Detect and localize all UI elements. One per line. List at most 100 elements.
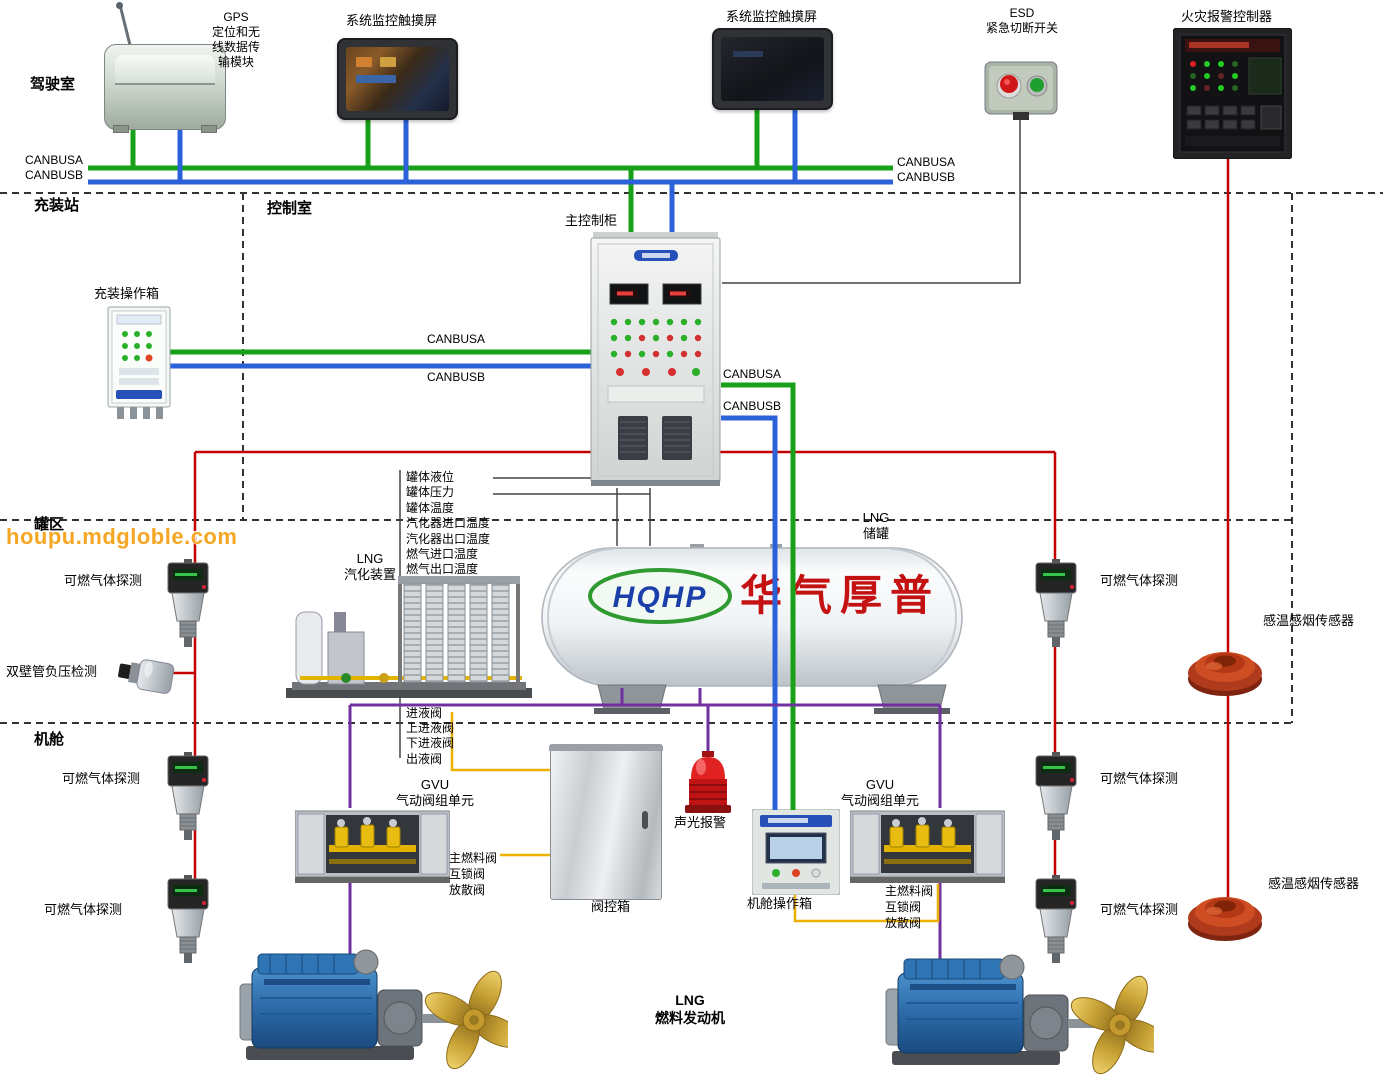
engine-left-icon (239, 949, 524, 1070)
touchscreen-1-screen (346, 47, 449, 111)
gvu-unit-left (294, 807, 451, 889)
valve-control-box-handle (642, 811, 648, 829)
esd-switch (983, 54, 1059, 125)
engine-right-icon (885, 954, 1170, 1075)
smoke-heat-sensor-icon (1188, 652, 1262, 696)
tank-brand-text: 华气厚普 (740, 572, 940, 619)
section-engine-room: 机舱 (34, 731, 65, 748)
gps-lid (115, 55, 215, 85)
gas-detector-tank-right (1028, 559, 1084, 656)
valve-label: 互锁阀 (885, 900, 922, 914)
gps-label: GPS 定位和无 线数据传 输模块 (196, 10, 276, 70)
gas-detector-label-tr: 可燃气体探测 (1100, 573, 1179, 588)
esd-label: ESD 紧急切断开关 (985, 6, 1058, 35)
gas-detector-engine-right-1 (1028, 752, 1084, 849)
screen-chip (733, 51, 763, 57)
smoke-heat-sensor-2 (1185, 872, 1265, 949)
gps-body (104, 44, 226, 133)
gvu-unit-icon (294, 810, 451, 883)
main-control-cabinet (590, 232, 721, 493)
tank-signal: 汽化器进口温度 (406, 516, 491, 531)
valve-line-left-top (450, 712, 550, 772)
tank-signal: 汽化器出口温度 (406, 531, 491, 546)
gvu-unit-right (849, 807, 1006, 889)
gas-detector-tank-left (160, 559, 216, 656)
alarm-beacon (683, 751, 733, 820)
engine-room-box-label: 机舱操作箱 (747, 896, 813, 911)
valve-label: 主燃料阀 (449, 851, 498, 865)
canbus-b-label-cabinet: CANBUSB (723, 399, 782, 413)
touchscreen-1-label: 系统监控触摸屏 (346, 13, 438, 28)
alarm-beacon-icon (685, 751, 731, 813)
filling-operation-box (107, 306, 171, 427)
main-control-cabinet-icon (590, 232, 721, 486)
canbus-a-label-left: CANBUSA (25, 153, 84, 167)
canbus-a-label-filling: CANBUSA (427, 332, 486, 346)
canbus-b-label-right: CANBUSB (897, 170, 956, 184)
gas-detector-label-tl: 可燃气体探测 (64, 573, 143, 588)
esd-line (722, 118, 1021, 284)
vaporizer-label: LNG 汽化装置 (343, 551, 396, 583)
touchscreen-2 (712, 28, 833, 110)
tank-signal: 燃气出口温度 (406, 562, 479, 577)
screen-chip (356, 57, 372, 67)
valve-list-bottom-right: 主燃料阀 互锁阀 放散阀 (885, 883, 933, 931)
lng-vaporizer (286, 556, 532, 707)
engine-right (884, 933, 1170, 1091)
valve-label: 下进液阀 (406, 736, 455, 751)
valve-label: 上进液阀 (406, 721, 455, 736)
gps-flange-right (201, 125, 217, 133)
fire-alarm-panel-icon (1172, 27, 1293, 160)
engine-room-operation-box (751, 808, 841, 900)
tank-signal-list: 罐体液位 罐体压力 罐体温度 汽化器进口温度 汽化器出口温度 燃气进口温度 燃气… (406, 470, 490, 578)
filling-box-label: 充装操作箱 (94, 286, 160, 301)
screen-chip (356, 75, 396, 83)
esd-switch-icon (984, 61, 1058, 120)
smoke-sensor-label-2: 感温感烟传感器 (1268, 876, 1360, 891)
tank-signal: 罐体温度 (406, 500, 455, 515)
fire-alarm-panel (1172, 27, 1293, 164)
canbus-a-label-cabinet: CANBUSA (723, 367, 782, 381)
gas-detector-label-er2: 可燃气体探测 (1100, 902, 1179, 917)
gas-detector-engine-left-2 (160, 875, 216, 972)
fire-alarm-label: 火灾报警控制器 (1181, 9, 1273, 24)
alarm-beacon-label: 声光报警 (674, 815, 727, 830)
gas-detector-icon (167, 559, 209, 647)
engine-label: LNG 燃料发动机 (655, 992, 725, 1026)
valve-label: 进液阀 (406, 706, 443, 720)
valve-control-box (549, 744, 663, 900)
smoke-heat-sensor-1 (1185, 627, 1265, 704)
valve-list-top: 进液阀 上进液阀 下进液阀 出液阀 (406, 706, 454, 767)
gas-detector-engine-left-1 (160, 752, 216, 849)
lng-storage-tank: HQHP 华气厚普 (538, 544, 966, 721)
watermark: houpu.mdgloble.com (6, 524, 238, 549)
screen-chip (380, 57, 396, 67)
touchscreen-1 (337, 38, 458, 120)
valve-label: 出液阀 (406, 751, 443, 766)
vacuum-detector-label: 双壁管负压检测 (6, 664, 98, 679)
canbus-a-label-right: CANBUSA (897, 155, 956, 169)
section-filling-station: 充装站 (34, 197, 80, 214)
gps-module (100, 2, 232, 136)
touchscreen-2-label: 系统监控触摸屏 (726, 9, 818, 24)
tank-logo-text: HQHP (613, 581, 708, 614)
valve-label: 放散阀 (449, 883, 486, 897)
section-tank-area: 罐区 (34, 516, 65, 533)
tank-signal: 罐体液位 (406, 470, 455, 484)
valve-control-box-cap (549, 744, 663, 751)
gps-title: GPS (223, 10, 249, 24)
section-control-room: 控制室 (267, 200, 313, 217)
valve-list-bottom-left: 主燃料阀 互锁阀 放散阀 (449, 850, 497, 898)
engine-left (238, 928, 524, 1091)
tank-label: LNG 储罐 (862, 510, 890, 542)
gps-antenna (118, 6, 133, 48)
smoke-sensor-label-1: 感温感烟传感器 (1263, 613, 1355, 628)
valve-label: 互锁阀 (449, 867, 486, 881)
engine-room-operation-box-icon (751, 808, 841, 896)
gas-detector-label-er1: 可燃气体探测 (1100, 771, 1179, 786)
valve-label: 主燃料阀 (885, 884, 934, 898)
touchscreen-2-screen (721, 37, 824, 101)
canbus-b-label-filling: CANBUSB (427, 370, 486, 384)
tank-signal: 罐体压力 (406, 485, 455, 500)
